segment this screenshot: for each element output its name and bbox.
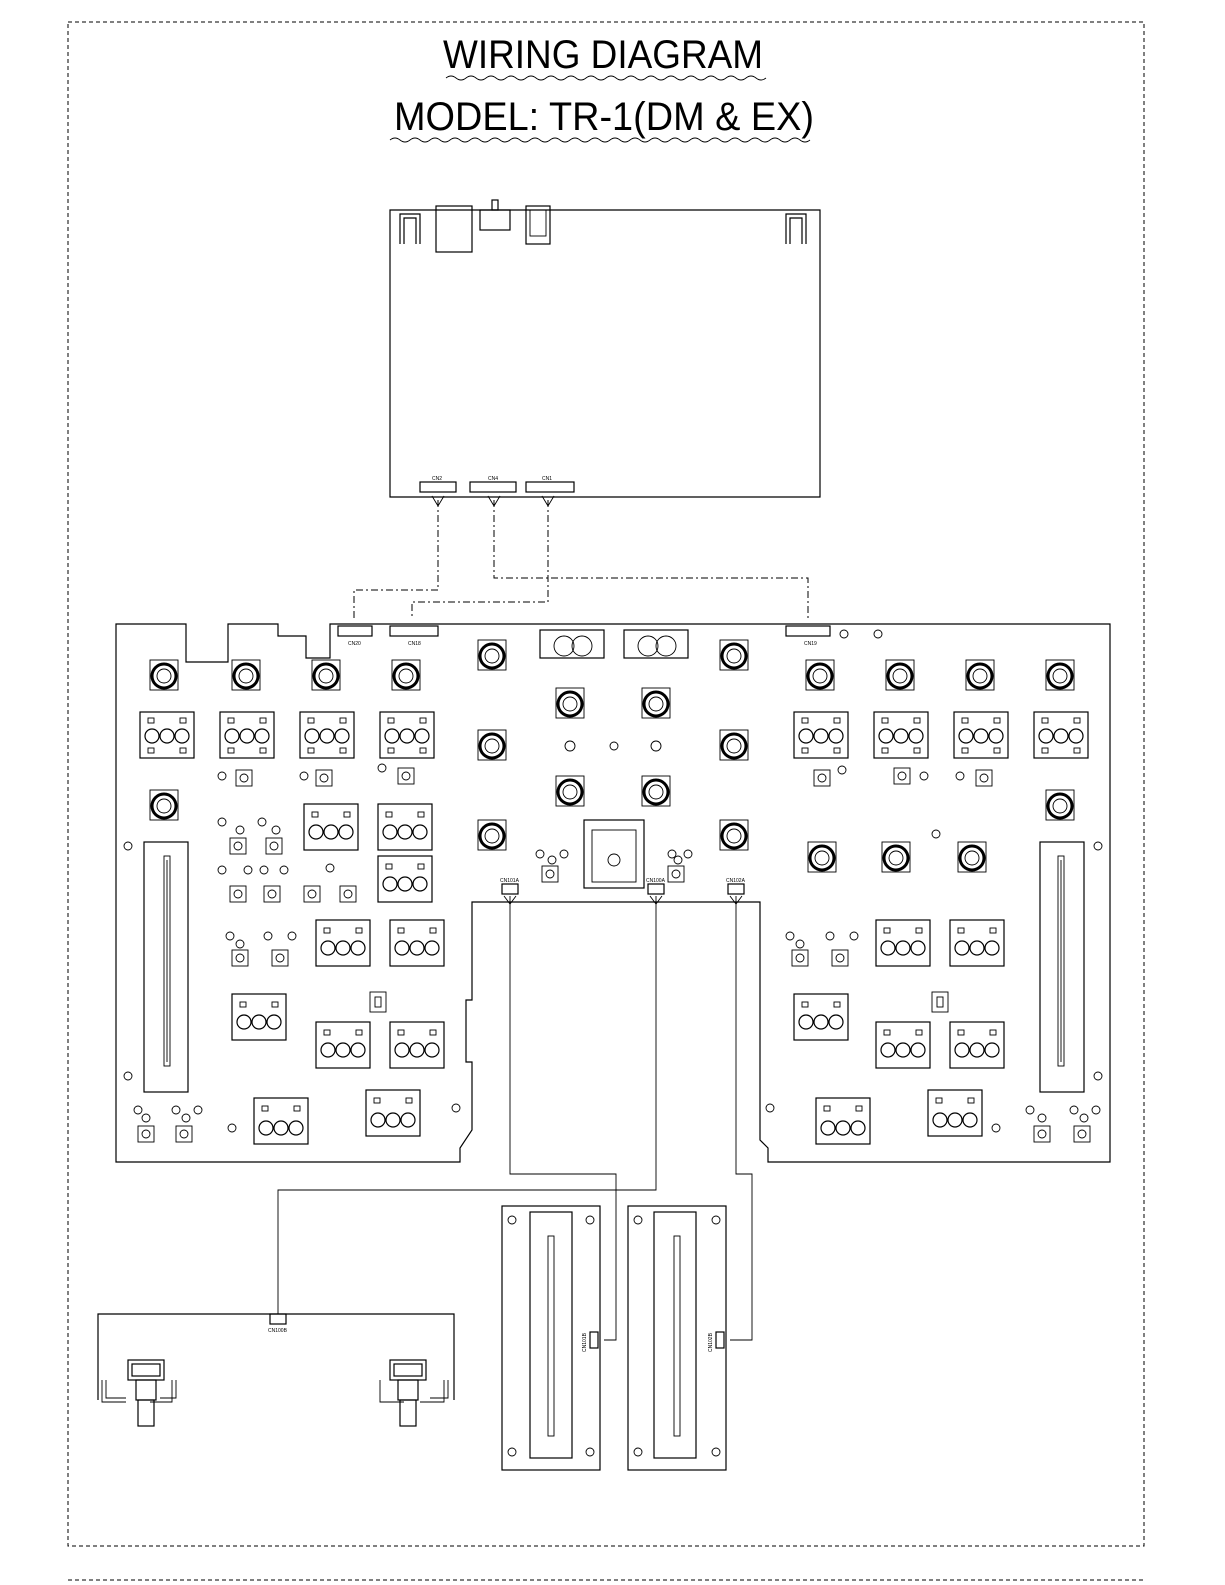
fader-connector-cn102b: CN102B bbox=[708, 1332, 724, 1352]
harness-wires bbox=[354, 496, 808, 620]
main-connector-cn4: CN4 bbox=[470, 476, 516, 492]
mixer-connector-cn20: CN20 bbox=[338, 626, 372, 647]
mixer-pcb: CN20 CN18 CN19 bbox=[116, 624, 1110, 1162]
connector-label: CN18 bbox=[408, 641, 421, 647]
mixer-connector-cn100a: CN100A bbox=[646, 878, 666, 894]
tact-switches bbox=[138, 768, 1090, 1142]
jack-left bbox=[102, 1360, 176, 1426]
usb-port bbox=[436, 206, 472, 252]
connector-label: CN1 bbox=[542, 476, 552, 482]
connector-label: CN20 bbox=[348, 641, 361, 647]
connector-label: CN101B bbox=[582, 1332, 588, 1352]
main-connector-cn1: CN1 bbox=[526, 476, 574, 492]
switch-lever bbox=[492, 200, 498, 210]
connector-label: CN102B bbox=[708, 1332, 714, 1352]
connector-label: CN100B bbox=[268, 1328, 288, 1334]
left-channel-fader bbox=[144, 842, 188, 1092]
title-line-1: WIRING DIAGRAM bbox=[443, 33, 763, 77]
diagram-title: WIRING DIAGRAM MODEL: TR-1(DM & EX) bbox=[390, 33, 814, 142]
button-pads bbox=[140, 712, 1088, 1144]
right-channel-fader bbox=[1040, 842, 1084, 1092]
fader-board-1: CN101B bbox=[502, 1206, 600, 1470]
main-pcb: CN2 CN4 CN1 bbox=[390, 200, 820, 497]
encoders bbox=[150, 640, 1074, 872]
mixer-connector-cn19: CN19 bbox=[786, 626, 830, 647]
center-display bbox=[584, 820, 644, 888]
mixer-connector-cn101a: CN101A bbox=[500, 878, 520, 894]
power-switch bbox=[480, 210, 510, 230]
connector-label: CN102A bbox=[726, 878, 746, 884]
mixer-connector-cn18: CN18 bbox=[390, 626, 438, 647]
jack-board: CN100B bbox=[98, 1314, 454, 1426]
connector-label: CN101A bbox=[500, 878, 520, 884]
mount-bracket-left bbox=[400, 214, 420, 244]
mixer-connector-cn102a: CN102A bbox=[726, 878, 746, 894]
main-connector-cn2: CN2 bbox=[420, 476, 456, 492]
fader-board-2: CN102B bbox=[628, 1206, 726, 1470]
fader-wires bbox=[278, 896, 752, 1340]
fader-connector-cn101b: CN101B bbox=[582, 1332, 598, 1352]
title-line-2: MODEL: TR-1(DM & EX) bbox=[394, 95, 814, 139]
jack-connector-cn100b: CN100B bbox=[268, 1314, 288, 1334]
sheet-frame bbox=[68, 22, 1144, 1546]
mounting-holes-and-leds bbox=[124, 630, 1102, 1132]
connector-label: CN4 bbox=[488, 476, 498, 482]
connector-label: CN19 bbox=[804, 641, 817, 647]
mount-bracket-right bbox=[786, 214, 806, 244]
connector-label: CN100A bbox=[646, 878, 666, 884]
jack-right bbox=[380, 1360, 448, 1426]
rca-jacks bbox=[540, 630, 688, 658]
connector-label: CN2 bbox=[432, 476, 442, 482]
